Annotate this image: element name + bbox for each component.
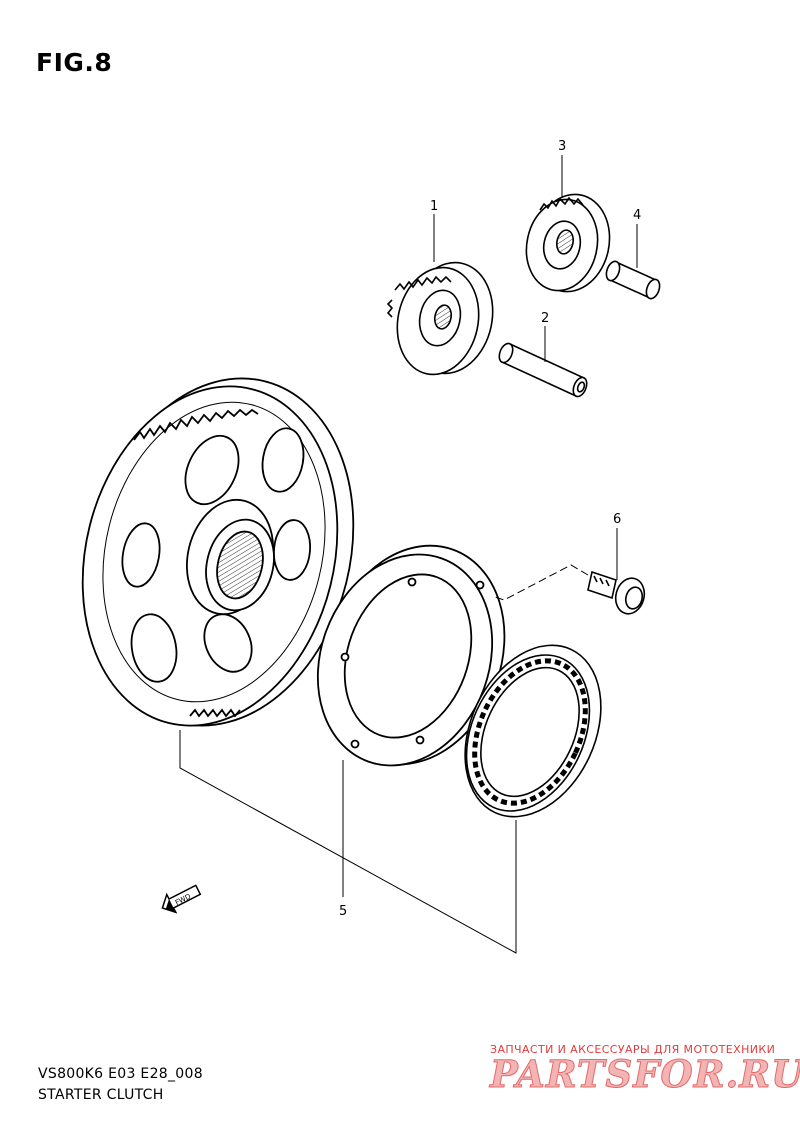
one-way-clutch: [464, 644, 602, 818]
watermark-tagline: ЗАПЧАСТИ И АКСЕССУАРЫ ДЛЯ МОТОТЕХНИКИ: [490, 1043, 776, 1056]
callout-3: 3: [558, 139, 567, 154]
callout-6: 6: [613, 512, 622, 527]
part-1-idle-gear: [386, 261, 494, 376]
callout-leaders: [179, 155, 638, 954]
section-name: STARTER CLUTCH: [38, 1087, 164, 1103]
part-2-shaft: [498, 342, 588, 398]
figure-title: FIG.8: [36, 48, 113, 77]
part-3-idle-gear: [525, 193, 611, 293]
bolt-leader-line: [491, 564, 589, 601]
callout-2: 2: [541, 311, 550, 326]
callout-5: 5: [339, 904, 348, 919]
watermark-logo: PARTSFOR.RU: [489, 1052, 800, 1097]
callout-4: 4: [633, 208, 642, 223]
part-4-pin: [605, 260, 661, 300]
starter-driven-gear: [81, 377, 355, 727]
fwd-direction-arrow: FWD: [161, 884, 202, 914]
callout-1: 1: [430, 199, 439, 214]
model-code: VS800K6 E03 E28_008: [38, 1066, 203, 1082]
part-6-bolt: [587, 570, 646, 615]
clutch-housing-ring: [316, 544, 506, 767]
